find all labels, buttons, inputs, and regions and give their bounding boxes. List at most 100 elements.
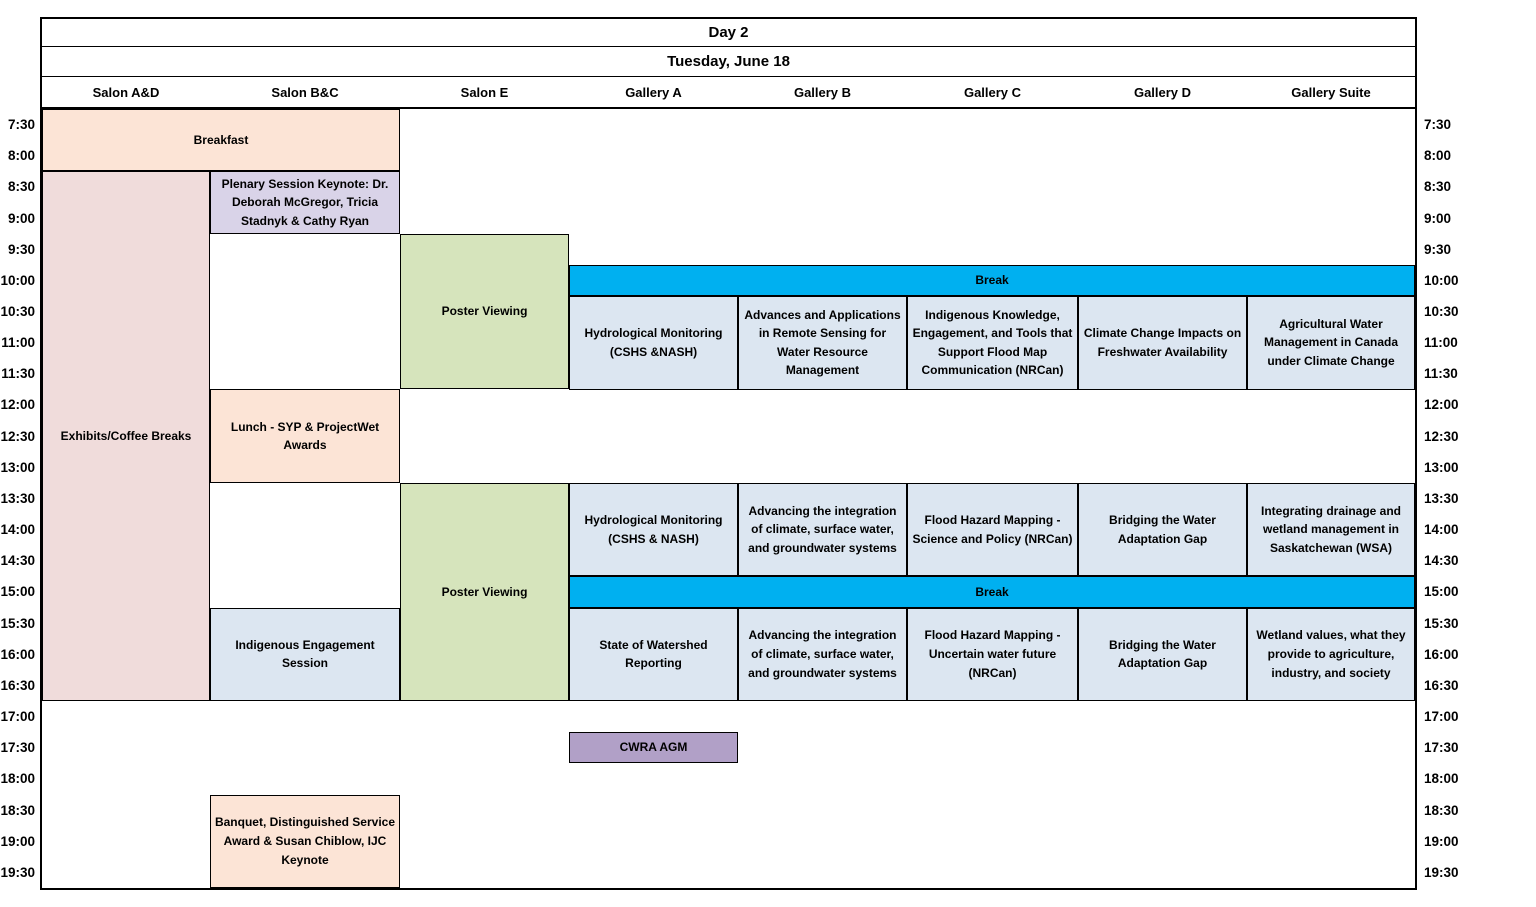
time-label-left-11-30: 11:30 (1, 366, 35, 382)
event-label: Flood Hazard Mapping - Uncertain water f… (924, 628, 1061, 680)
time-label-right-12-00: 12:00 (1424, 397, 1459, 413)
time-label-right-16-30: 16:30 (1424, 677, 1459, 693)
event-label: Flood Hazard Mapping - Science and Polic… (912, 513, 1073, 546)
date-row: Tuesday, June 18 (42, 47, 1415, 77)
event-label: Exhibits/Coffee Breaks (60, 428, 192, 443)
event-break: Break (569, 264, 1415, 296)
event-label: Banquet, Distinguished Service Award & S… (214, 815, 396, 867)
event-bridging-the-water-adaptation-gap: Bridging the Water Adaptation Gap (1078, 607, 1247, 702)
time-label-left-15-30: 15:30 (0, 615, 35, 631)
event-label: Advancing the integration of climate, su… (748, 628, 897, 680)
event-label: Indigenous Engagement Session (235, 637, 375, 671)
event-agricultural-water-management-in-canada-un: Agricultural Water Management in Canada … (1247, 296, 1415, 390)
event-label: Advancing the integration of climate, su… (748, 503, 897, 555)
time-label-left-14-00: 14:00 (0, 522, 35, 538)
time-label-left-15-00: 15:00 (0, 584, 35, 600)
event-wetland-values-what-they-provide-to-agricu: Wetland values, what they provide to agr… (1247, 607, 1415, 702)
column-header-salon-b-c: Salon B&C (271, 84, 339, 100)
time-label-right-13-30: 13:30 (1424, 490, 1459, 506)
event-label: Hydrological Monitoring (CSHS & NASH) (584, 513, 723, 546)
event-state-of-watershed-reporting: State of Watershed Reporting (569, 607, 738, 702)
event-breakfast: Breakfast (42, 109, 400, 172)
time-label-right-16-00: 16:00 (1424, 646, 1459, 662)
time-label-right-13-00: 13:00 (1424, 459, 1459, 475)
event-label: CWRA AGM (619, 740, 688, 755)
time-label-right-14-30: 14:30 (1424, 553, 1459, 569)
event-label: Indigenous Knowledge, Engagement, and To… (912, 307, 1073, 378)
time-label-right-8-00: 8:00 (1424, 148, 1452, 164)
event-label: Climate Change Impacts on Freshwater Ava… (1083, 326, 1242, 359)
event-banquet-distinguished-service-award-susan-: Banquet, Distinguished Service Award & S… (210, 794, 400, 888)
event-poster-viewing: Poster Viewing (400, 233, 569, 390)
column-header-gallery-c: Gallery C (963, 84, 1022, 100)
time-label-left-18-00: 18:00 (0, 771, 35, 787)
time-label-left-8-00: 8:00 (7, 148, 35, 164)
event-label: Break (975, 273, 1009, 288)
time-label-right-17-00: 17:00 (1424, 709, 1459, 724)
event-advancing-the-integration-of-climate-surfa: Advancing the integration of climate, su… (738, 607, 907, 702)
event-label: Bridging the Water Adaptation Gap (1109, 513, 1216, 546)
time-label-left-18-30: 18:30 (0, 802, 35, 818)
event-label: Lunch - SYP & ProjectWet Awards (230, 419, 380, 453)
time-label-right-9-30: 9:30 (1424, 241, 1452, 257)
event-bridging-the-water-adaptation-gap: Bridging the Water Adaptation Gap (1078, 482, 1247, 577)
event-label: Advances and Applications in Remote Sens… (744, 307, 901, 378)
event-lunch-syp-projectwet-awards: Lunch - SYP & ProjectWet Awards (210, 389, 400, 483)
event-poster-viewing: Poster Viewing (400, 482, 569, 701)
time-label-left-12-00: 12:00 (0, 397, 35, 413)
time-label-left-17-30: 17:30 (0, 740, 35, 756)
event-break: Break (569, 576, 1415, 608)
event-climate-change-impacts-on-freshwater-avail: Climate Change Impacts on Freshwater Ava… (1078, 296, 1247, 390)
time-label-left-13-00: 13:00 (0, 459, 35, 475)
event-hydrological-monitoring-cshs-nash: Hydrological Monitoring (CSHS & NASH) (569, 482, 738, 577)
event-flood-hazard-mapping-science-and-policy-nr: Flood Hazard Mapping - Science and Polic… (907, 482, 1078, 577)
event-label: Poster Viewing (441, 304, 528, 319)
time-label-left-16-30: 16:30 (0, 677, 35, 693)
event-indigenous-engagement-session: Indigenous Engagement Session (210, 607, 400, 702)
event-indigenous-knowledge-engagement-and-tools-: Indigenous Knowledge, Engagement, and To… (907, 296, 1078, 390)
event-label: Poster Viewing (441, 584, 528, 599)
event-label: State of Watershed Reporting (599, 637, 708, 671)
event-label: Wetland values, what they provide to agr… (1256, 628, 1406, 680)
time-label-left-14-30: 14:30 (0, 553, 35, 569)
time-label-left-19-00: 19:00 (0, 833, 35, 849)
time-label-right-19-00: 19:00 (1424, 833, 1459, 849)
column-header-gallery-a: Gallery A (625, 84, 682, 100)
column-header-gallery-b: Gallery B (793, 84, 852, 100)
time-label-right-10-00: 10:00 (1424, 272, 1459, 288)
event-label: Bridging the Water Adaptation Gap (1109, 637, 1216, 671)
time-label-left-10-30: 10:30 (0, 304, 35, 319)
event-label: Hydrological Monitoring (CSHS &NASH) (584, 326, 723, 359)
time-label-left-11-00: 11:00 (1, 335, 35, 351)
event-advances-and-applications-in-remote-sensin: Advances and Applications in Remote Sens… (738, 296, 907, 390)
time-label-right-7-30: 7:30 (1424, 117, 1452, 132)
time-label-right-15-00: 15:00 (1424, 584, 1459, 600)
event-advancing-the-integration-of-climate-surfa: Advancing the integration of climate, su… (738, 482, 907, 577)
time-label-right-11-00: 11:00 (1424, 335, 1458, 351)
time-label-right-14-00: 14:00 (1424, 522, 1459, 538)
time-label-right-11-30: 11:30 (1424, 366, 1458, 382)
column-header-gallery-d: Gallery D (1133, 84, 1192, 100)
time-label-right-15-30: 15:30 (1424, 615, 1459, 631)
time-label-right-17-30: 17:30 (1424, 740, 1459, 756)
event-label: Integrating drainage and wetland managem… (1260, 503, 1401, 555)
time-label-right-9-00: 9:00 (1424, 210, 1452, 226)
time-label-left-9-00: 9:00 (7, 210, 35, 226)
event-hydrological-monitoring-cshs-nash: Hydrological Monitoring (CSHS &NASH) (569, 296, 738, 390)
time-label-left-7-30: 7:30 (7, 117, 35, 132)
event-label: Plenary Session Keynote: Dr. Deborah McG… (221, 176, 389, 228)
time-label-left-19-30: 19:30 (0, 864, 35, 880)
time-label-left-8-30: 8:30 (7, 179, 35, 195)
time-label-right-10-30: 10:30 (1424, 304, 1459, 319)
time-label-left-10-00: 10:00 (0, 272, 35, 288)
day-title-row: Day 2 (42, 19, 1415, 47)
page-title: Day 2 (708, 24, 749, 41)
time-label-left-13-30: 13:30 (0, 490, 35, 506)
event-label: Break (975, 584, 1009, 599)
event-flood-hazard-mapping-uncertain-water-futur: Flood Hazard Mapping - Uncertain water f… (907, 607, 1078, 702)
event-cwra-agm: CWRA AGM (569, 732, 738, 764)
time-label-left-17-00: 17:00 (0, 709, 35, 724)
